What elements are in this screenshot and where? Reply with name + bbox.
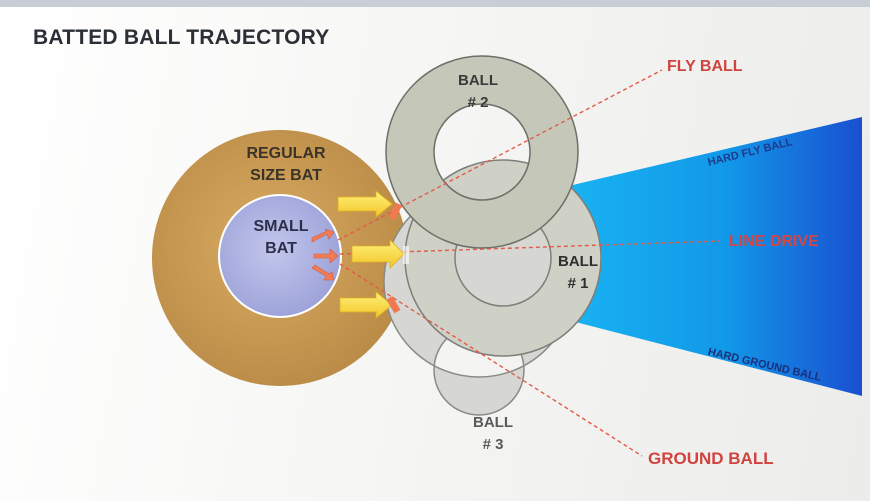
small-bat-label: SMALL BAT — [236, 216, 326, 260]
ground-ball-label: GROUND BALL — [648, 449, 774, 468]
small-bat-label-line1: SMALL — [253, 218, 309, 235]
top-bar — [0, 0, 870, 7]
contact-marks — [386, 202, 409, 314]
ball-3-label-line1: BALL — [473, 414, 513, 431]
line-drive-label: LINE DRIVE — [729, 233, 819, 250]
hard-hit-zone — [560, 117, 862, 396]
fly-ball-line — [337, 69, 663, 241]
ball-2 — [385, 55, 579, 249]
ball-1-label-line2: # 1 — [567, 275, 589, 292]
small-arrow-3 — [311, 264, 335, 281]
ball-1-label-line1: BALL — [558, 253, 598, 270]
contact-mark-middle — [403, 246, 409, 264]
arrow-middle — [351, 239, 405, 269]
regular-bat-label-line1: REGULAR — [246, 145, 326, 162]
small-bat — [218, 194, 342, 318]
regular-bat-label-line2: SIZE BAT — [250, 167, 322, 184]
ball-3-label-line2: # 3 — [482, 436, 504, 453]
contact-mark-bottom — [386, 296, 401, 314]
small-bat-arrows — [311, 228, 339, 281]
ball-1-label: BALL # 1 — [548, 251, 608, 295]
impact-arrows — [337, 190, 405, 319]
arrow-bottom — [339, 291, 393, 319]
ball-3-label: BALL # 3 — [463, 412, 523, 456]
diagram-title: BATTED BALL TRAJECTORY — [33, 26, 330, 49]
ball-2-label-line1: BALL — [458, 72, 498, 89]
fly-ball-label: FLY BALL — [667, 58, 743, 75]
contact-mark-top — [388, 202, 403, 220]
small-arrow-2 — [313, 248, 339, 264]
ball-2-label: BALL # 2 — [448, 70, 508, 114]
arrow-top — [337, 190, 393, 218]
small-bat-label-line2: BAT — [265, 240, 297, 257]
ground-ball-line — [339, 263, 643, 457]
small-arrow-1 — [311, 228, 335, 243]
ball-2-label-line2: # 2 — [467, 94, 489, 111]
regular-bat-label: REGULAR SIZE BAT — [226, 143, 346, 187]
